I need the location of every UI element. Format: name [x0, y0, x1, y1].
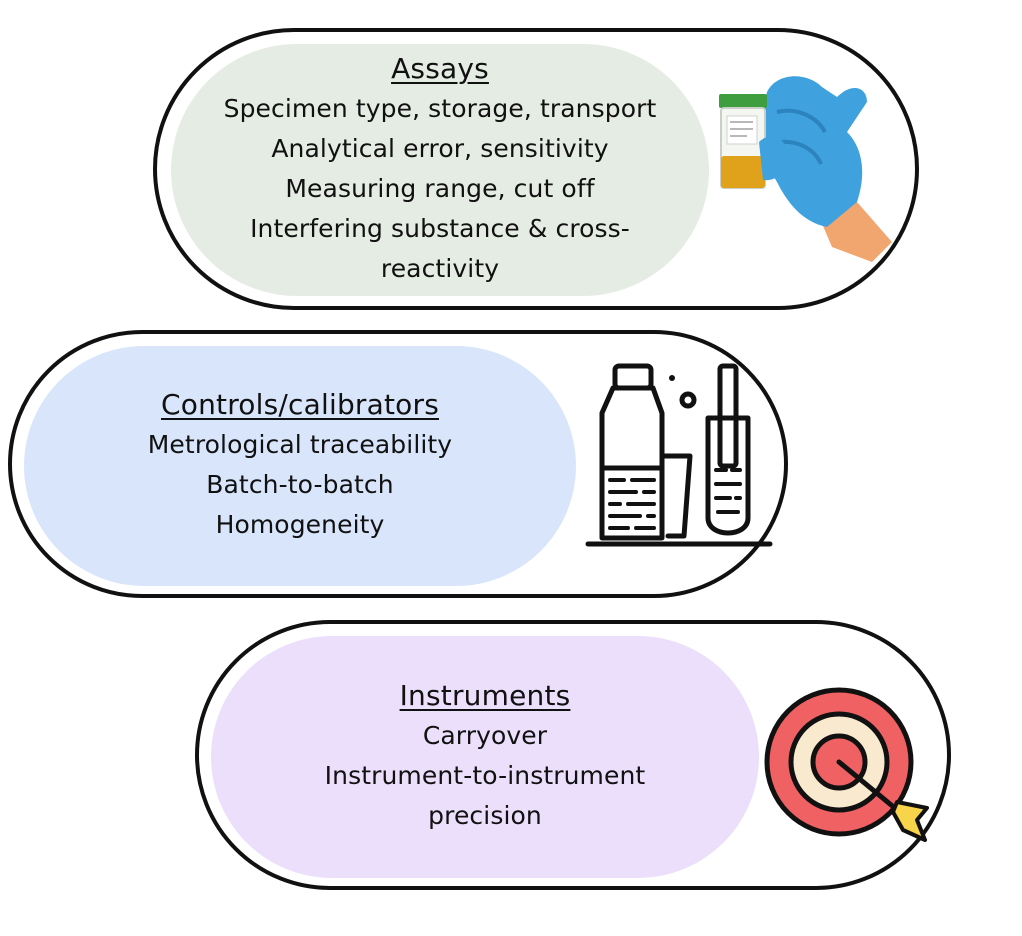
assays-title: Assays — [391, 51, 489, 85]
assays-content: Assays Specimen type, storage, transport… — [171, 44, 709, 296]
assays-line-3: Measuring range, cut off — [285, 173, 595, 203]
instruments-line-1: Carryover — [422, 720, 548, 750]
controls-line-3: Homogeneity — [215, 509, 385, 539]
controls-title: Controls/calibrators — [161, 387, 439, 421]
instruments-line-2: Instrument-to-instrument — [324, 760, 646, 790]
instruments-panel: Instruments Carryover Instrument-to-inst… — [195, 620, 951, 890]
assays-line-2: Analytical error, sensitivity — [271, 133, 609, 163]
instruments-title: Instruments — [399, 678, 571, 712]
assays-line-4: Interfering substance & cross- — [250, 213, 630, 243]
controls-line-1: Metrological traceability — [147, 429, 453, 459]
gloved-hand-specimen-cup-icon — [719, 76, 892, 262]
controls-line-2: Batch-to-batch — [206, 469, 394, 499]
assays-line-1: Specimen type, storage, transport — [223, 93, 657, 123]
target-dart-icon — [764, 687, 929, 842]
instruments-line-3: precision — [428, 800, 542, 830]
controls-calibrators-panel: Controls/calibrators Metrological tracea… — [8, 330, 788, 598]
instruments-content: Instruments Carryover Instrument-to-inst… — [211, 636, 759, 878]
assays-panel: Assays Specimen type, storage, transport… — [153, 28, 919, 310]
controls-content: Controls/calibrators Metrological tracea… — [24, 346, 576, 586]
assays-line-5: reactivity — [380, 253, 500, 283]
lab-bottle-test-tube-icon — [585, 363, 773, 547]
